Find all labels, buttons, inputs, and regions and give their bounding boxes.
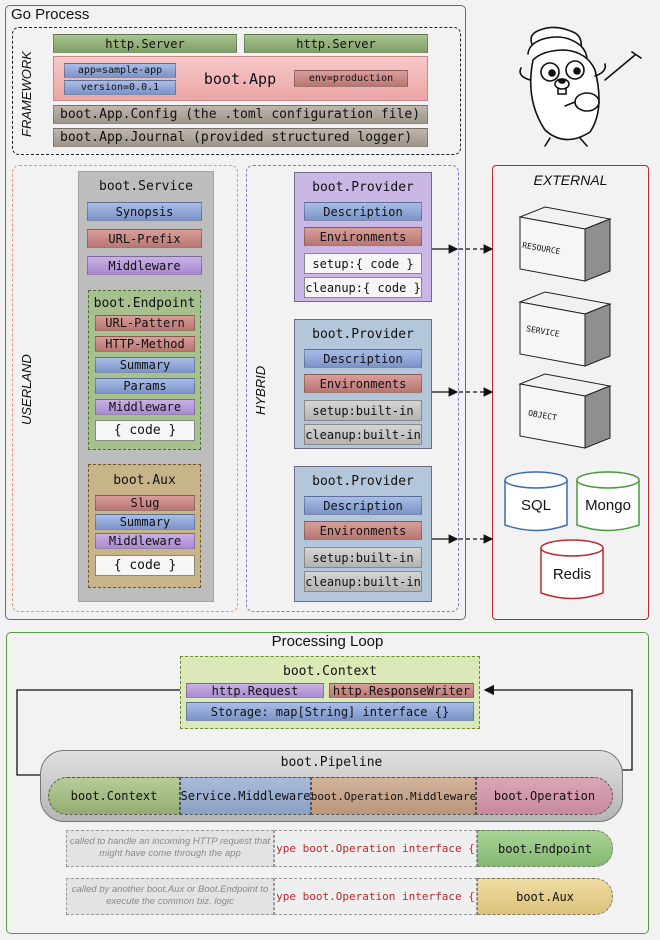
aux-code: { code }	[95, 555, 195, 576]
app-config-bar: boot.App.Config (the .toml configuration…	[53, 105, 428, 124]
provider-description-3: Description	[304, 496, 422, 515]
endpoint-url-pattern: URL-Pattern	[95, 315, 195, 331]
pipeline-stage-operation-middleware: boot.Operation.Middleware	[311, 777, 476, 815]
boot-context-title: boot.Context	[283, 664, 377, 679]
boot-pipeline-title: boot.Pipeline	[280, 755, 383, 770]
http-response-writer-bar: http.ResponseWriter	[329, 683, 474, 698]
endpoint-code: { code }	[95, 420, 195, 441]
hybrid-box	[246, 165, 459, 612]
http-server-1: http.Server	[53, 34, 237, 53]
app-version-badge: version=0.0.1	[64, 80, 176, 95]
provider-cleanup-3: cleanup:built-in	[304, 571, 422, 592]
boot-aux-title: boot.Aux	[113, 473, 176, 488]
endpoint-params: Params	[95, 378, 195, 394]
service-url-prefix: URL-Prefix	[87, 229, 202, 248]
row-type-endpoint: type boot.Operation interface {}	[274, 830, 477, 867]
provider-title-3: boot.Provider	[312, 474, 414, 489]
framework-label: FRAMEWORK	[19, 51, 34, 137]
mongo-label: Mongo	[585, 497, 631, 514]
provider-setup-1: setup:{ code }	[304, 253, 422, 274]
provider-title-2: boot.Provider	[312, 327, 414, 342]
processing-loop-container	[6, 632, 649, 934]
pipeline-stage-context: boot.Context	[48, 777, 180, 815]
pipeline-stage-service-middleware: Service.Middleware	[180, 777, 311, 815]
app-name-badge: app=sample-app	[64, 63, 176, 78]
service-middleware: Middleware	[87, 256, 202, 275]
provider-connectors	[432, 244, 494, 544]
external-label: EXTERNAL	[533, 172, 608, 188]
provider-title-1: boot.Provider	[312, 180, 414, 195]
hybrid-label: HYBRID	[253, 365, 268, 415]
provider-environments-2: Environments	[304, 374, 422, 393]
go-process-container	[5, 5, 466, 620]
go-process-title: Go Process	[11, 6, 90, 23]
provider-cleanup-2: cleanup:built-in	[304, 424, 422, 445]
provider-cleanup-1: cleanup:{ code }	[304, 277, 422, 298]
aux-middleware: Middleware	[95, 533, 195, 549]
row-note-aux: called by another boot.Aux or Boot.Endpo…	[66, 878, 274, 915]
boot-endpoint-title: boot.Endpoint	[93, 296, 196, 311]
row-target-endpoint: boot.Endpoint	[477, 830, 613, 867]
http-request-bar: http.Request	[186, 683, 324, 698]
aux-slug: Slug	[95, 495, 195, 511]
pipeline-stage-operation: boot.Operation	[476, 777, 613, 815]
provider-environments-3: Environments	[304, 521, 422, 540]
endpoint-http-method: HTTP-Method	[95, 336, 195, 352]
gopher-mascot-icon	[519, 26, 642, 147]
service-synopsis: Synopsis	[87, 202, 202, 221]
provider-description-1: Description	[304, 202, 422, 221]
env-badge: env=production	[294, 70, 408, 87]
provider-setup-2: setup:built-in	[304, 400, 422, 421]
http-server-2: http.Server	[244, 34, 428, 53]
framework-box	[12, 27, 461, 155]
row-target-aux: boot.Aux	[477, 878, 613, 915]
row-note-endpoint: called to handle an incoming HTTP reques…	[66, 830, 274, 867]
aux-summary: Summary	[95, 514, 195, 530]
provider-description-2: Description	[304, 349, 422, 368]
row-type-aux: type boot.Operation interface {}	[274, 878, 477, 915]
app-journal-bar: boot.App.Journal (provided structured lo…	[53, 128, 428, 147]
service-cube-icon	[518, 291, 612, 367]
sql-label: SQL	[520, 497, 551, 514]
redis-label: Redis	[552, 566, 592, 583]
provider-setup-3: setup:built-in	[304, 547, 422, 568]
userland-box	[12, 165, 238, 612]
provider-environments-1: Environments	[304, 227, 422, 246]
processing-loop-title: Processing Loop	[271, 633, 384, 650]
resource-cube-icon	[518, 206, 612, 282]
mongo-database-icon	[576, 471, 640, 532]
redis-database-icon	[540, 539, 604, 600]
storage-bar: Storage: map[String] interface {}	[186, 702, 474, 721]
object-cube-icon	[518, 373, 612, 449]
userland-label: USERLAND	[19, 354, 34, 425]
boot-service-title: boot.Service	[99, 179, 193, 194]
endpoint-middleware: Middleware	[95, 399, 195, 415]
endpoint-summary: Summary	[95, 357, 195, 373]
boot-app-title: boot.App	[203, 70, 277, 88]
sql-database-icon	[504, 471, 568, 532]
